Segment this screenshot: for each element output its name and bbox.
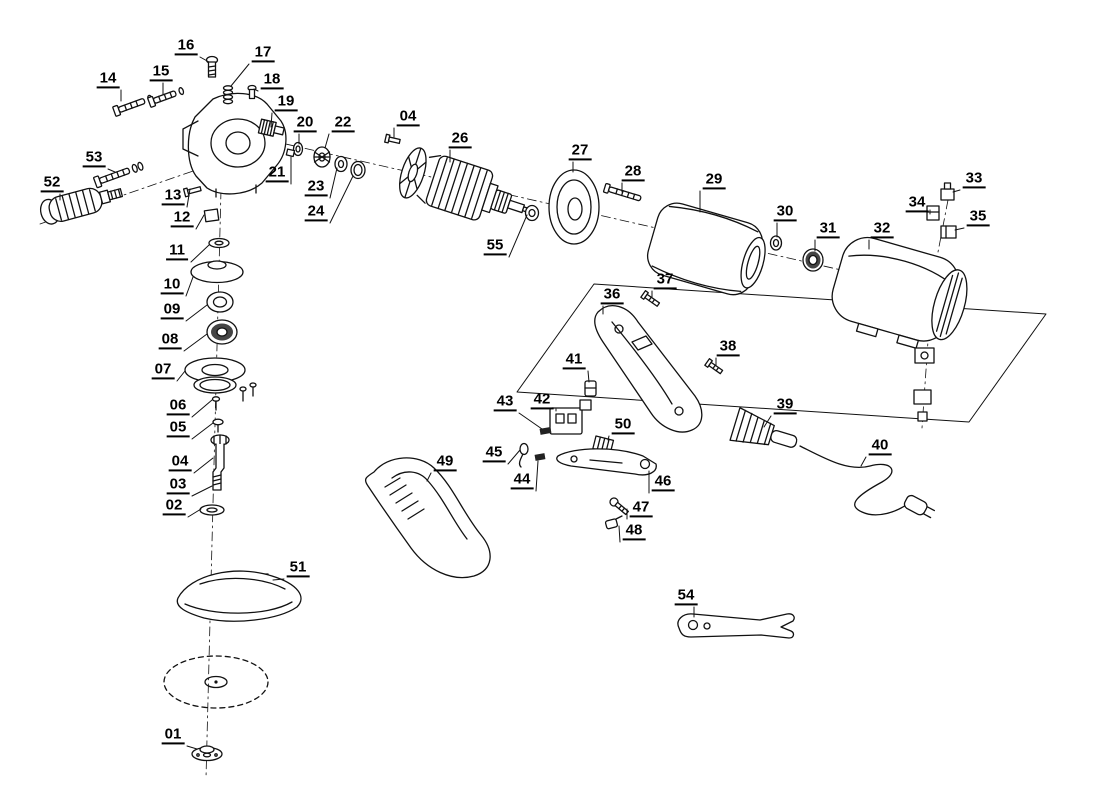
spring-17 bbox=[222, 85, 234, 105]
screw-38 bbox=[704, 358, 724, 375]
carbon-brush-34 bbox=[926, 205, 940, 221]
circlip-24 bbox=[350, 160, 366, 180]
flange-nut-01 bbox=[191, 745, 223, 762]
washer-23 bbox=[334, 155, 348, 173]
bearing-55 bbox=[524, 204, 540, 222]
clip-48 bbox=[604, 515, 623, 530]
wrench-54 bbox=[677, 613, 795, 639]
grip-handle-49 bbox=[364, 457, 491, 579]
screw-15 bbox=[147, 87, 185, 108]
screw-18 bbox=[247, 84, 257, 100]
switch-knob-41 bbox=[584, 380, 597, 397]
spindle-04 bbox=[199, 434, 230, 516]
screw-16 bbox=[205, 55, 219, 78]
washer-30 bbox=[769, 235, 783, 251]
handle-frame-36 bbox=[594, 305, 703, 433]
washer-20 bbox=[292, 141, 304, 157]
screw-53 bbox=[93, 161, 144, 189]
stator-29 bbox=[646, 202, 766, 296]
spindle-stack bbox=[184, 208, 257, 433]
armature-26 bbox=[399, 147, 532, 221]
gear-22 bbox=[313, 146, 331, 168]
contact-43 bbox=[539, 427, 552, 435]
switch-42 bbox=[549, 399, 592, 435]
leader-lines bbox=[59, 56, 965, 750]
bearing-shield-27 bbox=[548, 169, 600, 245]
lever-45 bbox=[518, 442, 529, 468]
contact-44 bbox=[534, 453, 546, 461]
screw-47 bbox=[609, 497, 629, 516]
brush-assembly-lower bbox=[913, 347, 935, 422]
cable-grommet-39 bbox=[729, 407, 798, 448]
guard-51 bbox=[176, 570, 302, 622]
screw-37 bbox=[640, 290, 661, 307]
brush-holder-35 bbox=[940, 225, 957, 239]
power-cable-40 bbox=[799, 445, 936, 519]
screw-28 bbox=[602, 182, 642, 202]
side-handle-52 bbox=[39, 187, 124, 225]
screw-13 bbox=[182, 186, 202, 198]
brush-cap-33 bbox=[940, 182, 955, 201]
cut-plane-outline bbox=[516, 283, 1047, 423]
bearing-31 bbox=[802, 248, 824, 272]
cutting-disc bbox=[163, 655, 269, 709]
motor-housing-32 bbox=[831, 236, 968, 349]
screw-14 bbox=[112, 94, 153, 117]
centerlines bbox=[39, 139, 949, 779]
switch-lever-46 bbox=[556, 448, 657, 476]
spacer-21 bbox=[285, 148, 296, 158]
screw-04-top bbox=[384, 133, 401, 145]
gear-head-housing bbox=[182, 92, 287, 198]
